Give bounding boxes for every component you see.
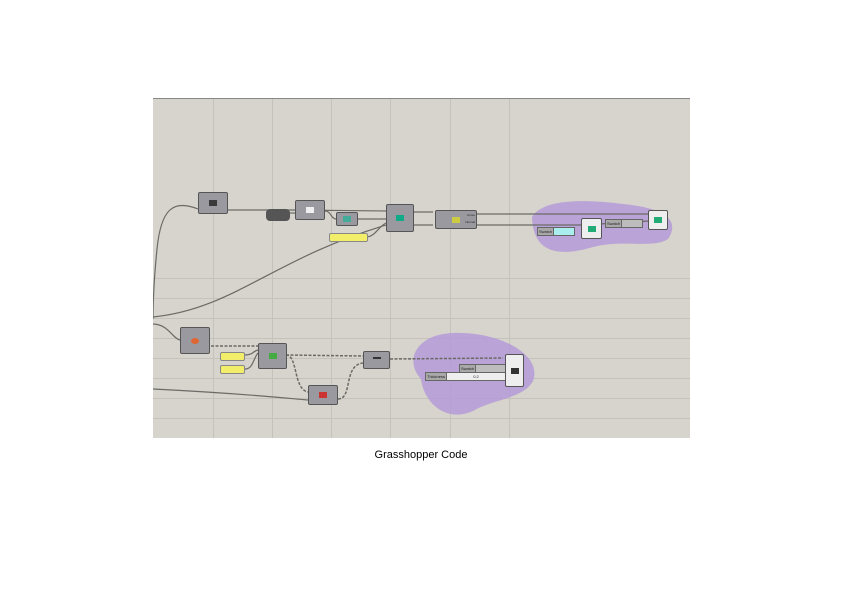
swatch-label: Swatch bbox=[606, 220, 623, 227]
thickness-label: Thickness bbox=[426, 373, 448, 380]
swatch-label: Swatch bbox=[460, 365, 477, 372]
component-node[interactable]: Curve Normal bbox=[435, 210, 477, 229]
grid-line bbox=[153, 398, 690, 399]
swatch-label: Swatch bbox=[538, 228, 555, 235]
grid-line bbox=[390, 99, 391, 438]
output-curve: Curve bbox=[466, 213, 475, 217]
preview-node[interactable] bbox=[648, 210, 668, 230]
preview-node[interactable] bbox=[505, 354, 524, 387]
component-node[interactable] bbox=[308, 385, 338, 405]
thickness-value[interactable]: 0.2 bbox=[447, 373, 505, 380]
number-slider[interactable] bbox=[220, 365, 245, 374]
preview-node[interactable] bbox=[581, 218, 602, 239]
grid-line bbox=[153, 298, 690, 299]
grid-line bbox=[153, 278, 690, 279]
swatch-color[interactable] bbox=[622, 220, 642, 227]
component-node[interactable] bbox=[295, 200, 325, 220]
swatch-color[interactable] bbox=[554, 228, 574, 235]
output-normal: Normal bbox=[465, 220, 475, 224]
grasshopper-canvas[interactable]: Curve Normal Swatch Swatch Swatch Thickn… bbox=[153, 98, 690, 438]
number-slider[interactable] bbox=[329, 233, 368, 242]
grid-line bbox=[153, 318, 690, 319]
component-node[interactable] bbox=[258, 343, 287, 369]
swatch-panel[interactable]: Swatch bbox=[537, 227, 575, 236]
wires bbox=[153, 201, 673, 415]
number-slider[interactable] bbox=[220, 352, 245, 361]
component-node[interactable] bbox=[198, 192, 228, 214]
component-node[interactable] bbox=[336, 212, 358, 226]
figure-caption: Grasshopper Code bbox=[374, 449, 468, 461]
grid-line bbox=[509, 99, 510, 438]
grid-line bbox=[153, 418, 690, 419]
grid-line bbox=[272, 99, 273, 438]
swatch-panel[interactable]: Swatch bbox=[605, 219, 643, 228]
grid-line bbox=[153, 338, 690, 339]
component-node[interactable] bbox=[363, 351, 390, 369]
grid-line bbox=[450, 99, 451, 438]
grid-line bbox=[213, 99, 214, 438]
swatch-color[interactable] bbox=[476, 365, 505, 372]
component-node[interactable] bbox=[386, 204, 414, 232]
toggle-node[interactable] bbox=[266, 209, 290, 221]
grid-line bbox=[331, 99, 332, 438]
component-node[interactable] bbox=[180, 327, 210, 354]
